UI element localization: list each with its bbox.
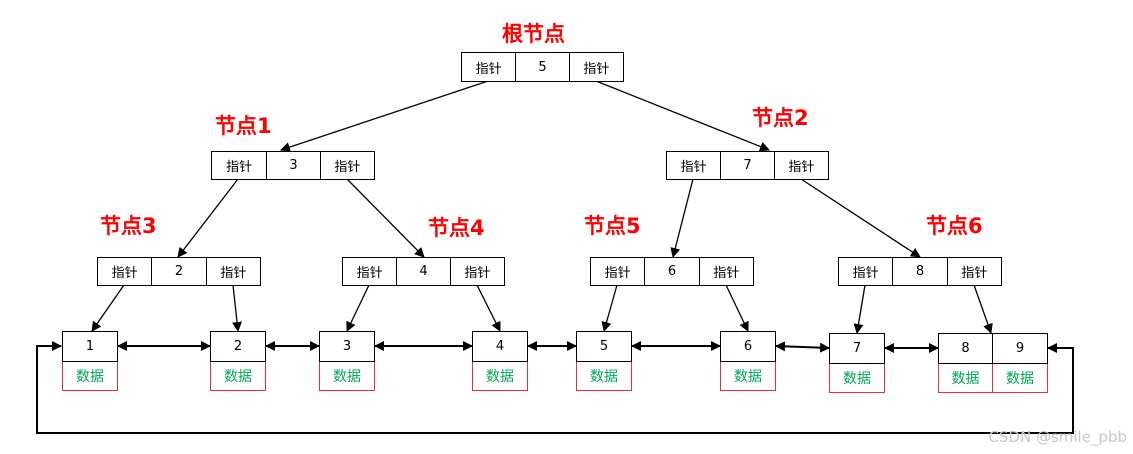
key-cell: 4 (396, 258, 449, 285)
leaf-data: 数据 (576, 362, 632, 391)
leaf-1: 1 数据 (62, 331, 118, 391)
watermark: CSDN @smile_pbb (988, 428, 1127, 446)
pointer-cell: 指针 (680, 160, 707, 175)
node-6: 指针 8 指针 (838, 257, 1002, 286)
leaf-key: 2 (210, 331, 266, 362)
leaf-key: 7 (829, 333, 885, 364)
edge-n2-n6 (800, 178, 921, 258)
edge-n2-n5 (670, 178, 694, 258)
leaf-data: 数据 (62, 362, 118, 391)
pointer-cell: 指针 (698, 258, 753, 285)
link-l6-l7 (775, 341, 830, 353)
key-cell: 2 (151, 258, 205, 285)
edge-n3-l1 (91, 284, 125, 332)
leaf-data: 数据 (319, 362, 375, 391)
leaf-6: 6 数据 (720, 331, 776, 391)
edge-n1-n4 (346, 178, 425, 258)
edge-n4-l3 (346, 284, 370, 332)
leaf-key: 1 (62, 331, 118, 362)
edge-n4-l4 (476, 284, 501, 332)
leaf-3: 3 数据 (319, 331, 375, 391)
leaf-data: 数据 (472, 362, 528, 391)
leaf-data: 数据 (829, 364, 885, 393)
label-node-6: 节点6 (926, 214, 983, 238)
leaf-data: 数据 (938, 364, 993, 393)
leaf-data: 数据 (993, 364, 1048, 393)
key-cell: 5 (515, 53, 568, 81)
edge-n6-l8 (973, 284, 993, 334)
leaf-2: 2 数据 (210, 331, 266, 391)
leaf-key: 4 (472, 331, 528, 362)
pointer-cell: 指针 (946, 258, 1001, 285)
leaf-key: 8 (938, 333, 993, 364)
pointer-cell: 指针 (319, 152, 374, 179)
label-node-1: 节点1 (215, 114, 272, 138)
leaf-8: 8 9 数据 数据 (938, 333, 1048, 393)
pointer-cell: 指针 (111, 266, 138, 281)
label-node-4: 节点4 (428, 216, 485, 240)
key-cell: 7 (720, 152, 773, 179)
label-node-5: 节点5 (584, 214, 641, 238)
node-3: 指针 2 指针 (97, 257, 261, 286)
leaf-4: 4 数据 (472, 331, 528, 391)
pointer-cell: 指针 (475, 61, 502, 77)
leaf-data: 数据 (210, 362, 266, 391)
link-l8-wrap (36, 341, 1074, 434)
edge-n1-n3 (177, 178, 239, 258)
pointer-cell: 指针 (356, 266, 383, 281)
leaf-5: 5 数据 (576, 331, 632, 391)
leaf-key: 9 (993, 333, 1048, 364)
node-root: 指针 5 指针 (461, 52, 624, 82)
node-1: 指针 3 指针 (211, 151, 375, 180)
pointer-cell: 指针 (205, 258, 260, 285)
edge-root-n2 (595, 80, 770, 152)
edge-n3-l2 (232, 284, 242, 332)
key-cell: 6 (644, 258, 698, 285)
edge-n6-l7 (853, 284, 866, 334)
edge-n5-l5 (601, 284, 618, 332)
label-root: 根节点 (502, 22, 565, 46)
pointer-cell: 指针 (568, 53, 623, 81)
edge-root-n1 (280, 80, 489, 152)
leaf-key: 6 (720, 331, 776, 362)
edge-n5-l6 (725, 284, 749, 332)
leaf-key: 5 (576, 331, 632, 362)
leaf-data: 数据 (720, 362, 776, 391)
pointer-cell: 指针 (449, 258, 504, 285)
label-node-2: 节点2 (752, 106, 809, 130)
leaf-7: 7 数据 (829, 333, 885, 393)
node-2: 指针 7 指针 (666, 151, 829, 180)
pointer-cell: 指针 (226, 160, 253, 175)
node-4: 指针 4 指针 (342, 257, 505, 286)
node-5: 指针 6 指针 (590, 257, 754, 286)
leaf-key: 3 (319, 331, 375, 362)
label-node-3: 节点3 (100, 214, 157, 238)
key-cell: 3 (266, 152, 319, 179)
key-cell: 8 (892, 258, 946, 285)
pointer-cell: 指针 (773, 152, 828, 179)
pointer-cell: 指针 (852, 266, 879, 281)
pointer-cell: 指针 (604, 266, 631, 281)
